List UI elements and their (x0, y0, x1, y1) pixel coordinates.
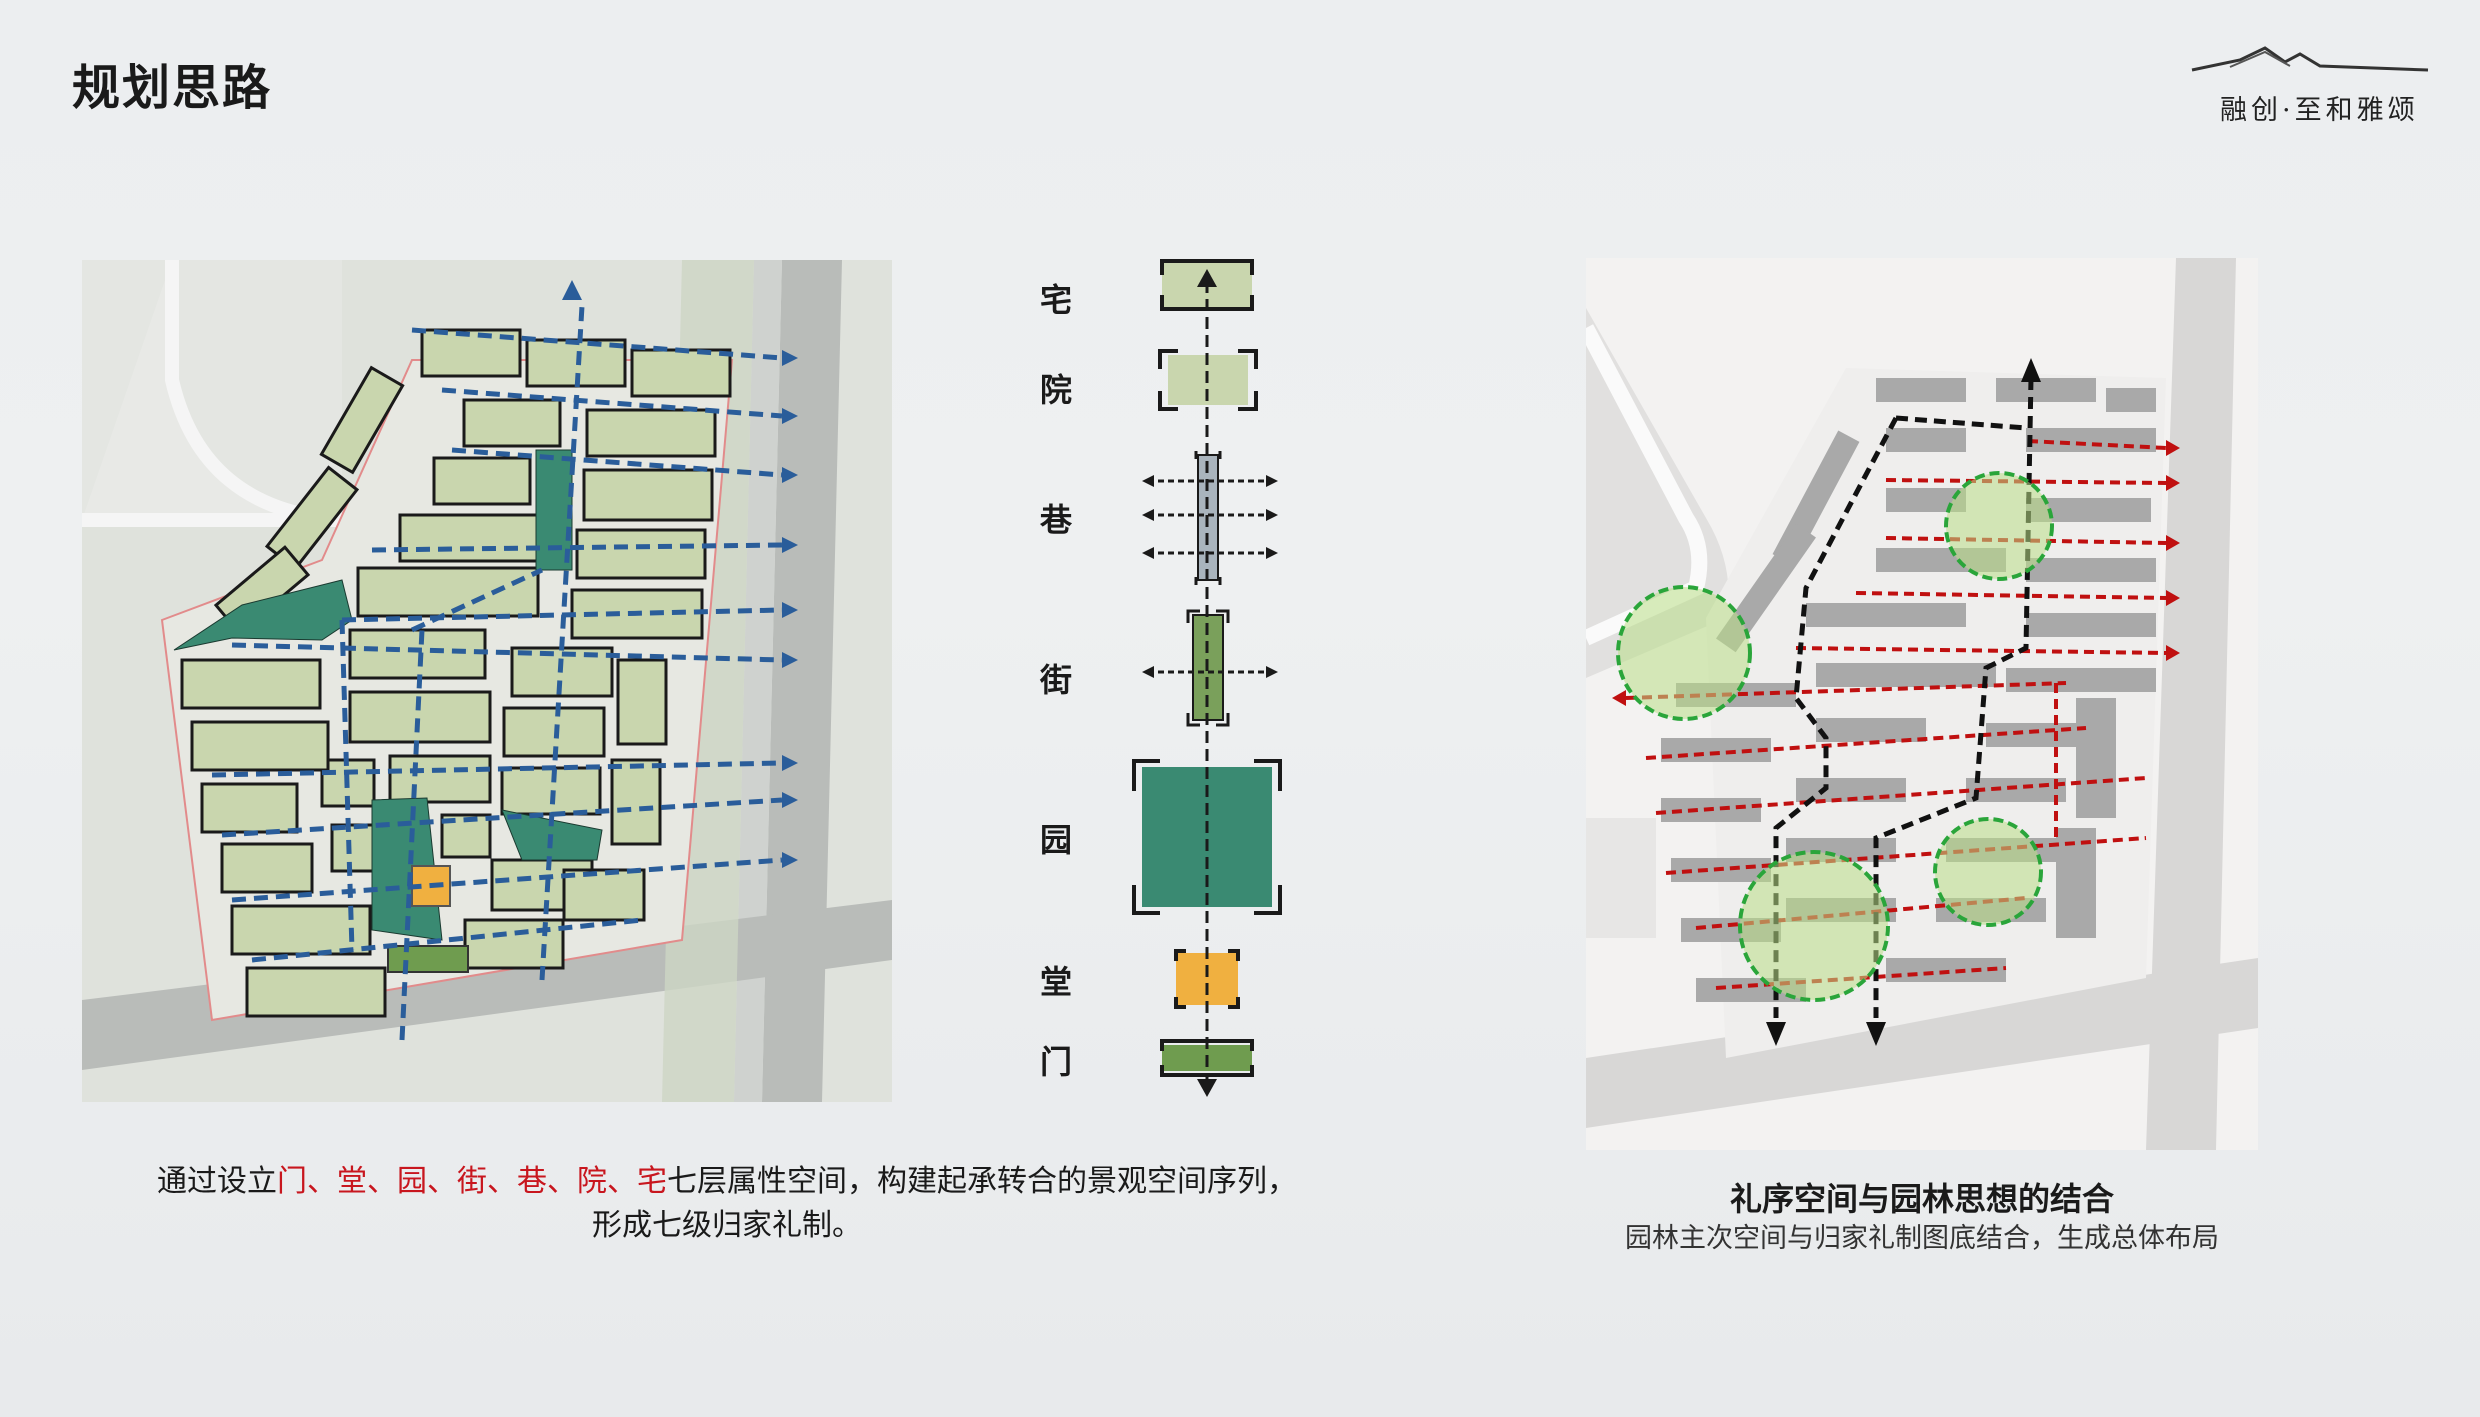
sequence-diagram (1132, 259, 1282, 1097)
legend-label-xiang: 巷 (1040, 501, 1073, 539)
mountain-logo-icon (2191, 46, 2429, 72)
caption-left-prefix: 通过设立 (157, 1164, 277, 1199)
legend-label-yuan-court: 院 (1040, 371, 1073, 409)
brand-logo: 融创·至和雅颂 (2190, 40, 2430, 130)
caption-left: 通过设立门、堂、园、街、巷、院、宅七层属性空间，构建起承转合的景观空间序列， 形… (92, 1160, 1362, 1248)
legend-label-yuan-garden: 园 (1040, 821, 1073, 859)
legend-label-tang: 堂 (1040, 963, 1073, 1001)
caption-left-highlight: 门、堂、园、街、巷、院、宅 (277, 1164, 667, 1199)
brand-name: 融创·至和雅颂 (2220, 95, 2419, 126)
site-plan-left-drawing (82, 260, 892, 1102)
spatial-sequence-legend: 宅 院 巷 街 园 堂 门 (1010, 245, 1340, 1105)
legend-label-zhai: 宅 (1040, 281, 1073, 319)
site-plan-right (1586, 258, 2258, 1150)
site-plan-right-drawing (1586, 258, 2258, 1150)
caption-right-subtitle: 园林主次空间与归家礼制图底结合，生成总体布局 (1625, 1223, 2219, 1254)
legend-label-jie: 街 (1040, 661, 1073, 699)
legend-label-men: 门 (1040, 1043, 1073, 1081)
site-plan-left (82, 260, 892, 1102)
caption-left-line1: 通过设立门、堂、园、街、巷、院、宅七层属性空间，构建起承转合的景观空间序列， (92, 1160, 1362, 1204)
caption-right-title: 礼序空间与园林思想的结合 (1729, 1180, 2114, 1218)
page-title: 规划思路 (72, 60, 273, 116)
caption-left-line2: 形成七级归家礼制。 (592, 1208, 862, 1243)
caption-left-suffix: 七层属性空间，构建起承转合的景观空间序列， (667, 1164, 1297, 1199)
